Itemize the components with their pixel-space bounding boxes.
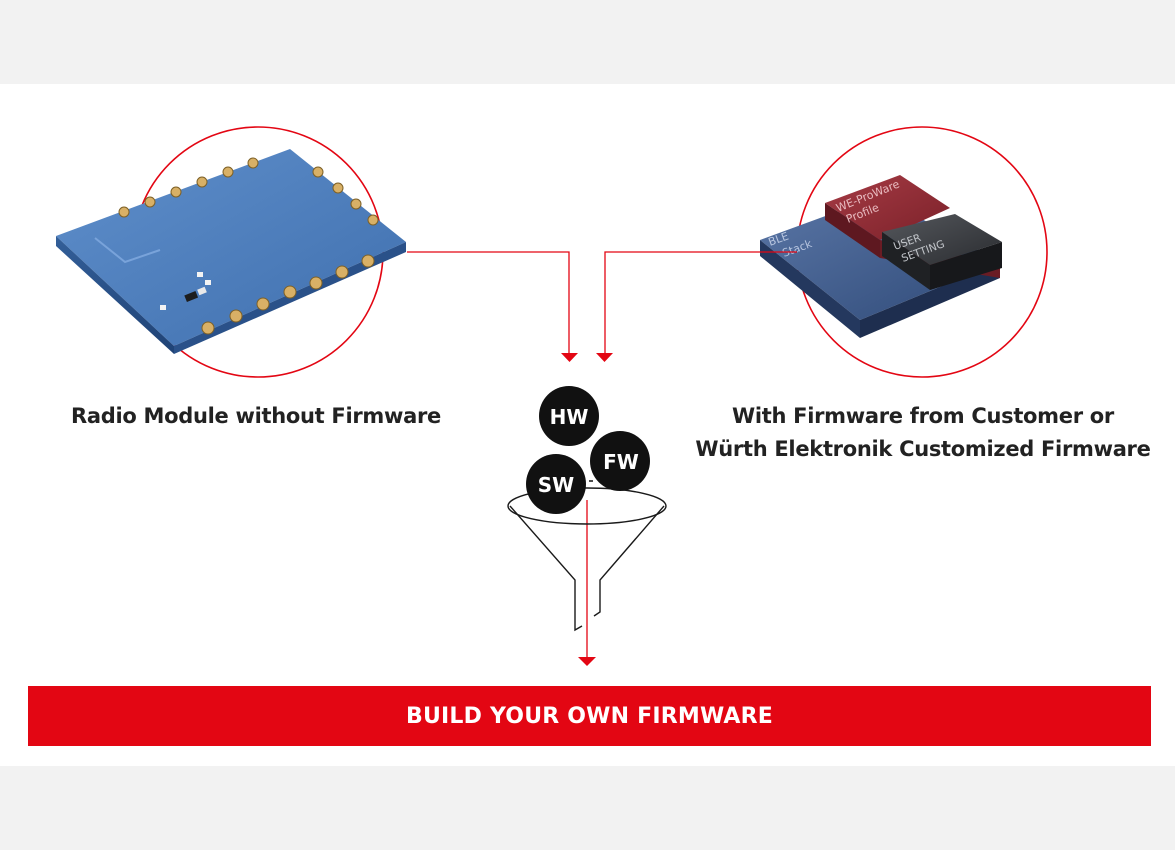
firmware-stack-image: BLE Stack WE-ProWare Profile USER SETTIN…	[760, 126, 1048, 378]
stack-top-side	[930, 242, 1002, 290]
smd-component	[197, 286, 207, 296]
sw-label: SW	[538, 473, 574, 497]
right-caption-line-2: Würth Elektronik Customized Firmware	[695, 437, 1151, 461]
arrow-down-icon	[561, 353, 578, 362]
radio-module-image	[56, 126, 406, 378]
fw-ball	[590, 431, 650, 491]
smd-component	[205, 280, 211, 285]
smd-component	[184, 290, 199, 302]
funnel-inputs: HW FW SW	[526, 386, 650, 514]
antenna-trace	[94, 237, 161, 264]
module-pads-back	[118, 157, 379, 226]
left-connector	[407, 251, 570, 354]
module-top-face	[56, 149, 406, 346]
fw-label: FW	[603, 450, 639, 474]
right-connector	[604, 251, 797, 354]
arrow-down-icon	[578, 657, 596, 666]
left-caption: Radio Module without Firmware	[71, 404, 441, 428]
stack-base-front	[760, 240, 860, 338]
smd-component	[197, 272, 203, 277]
sw-ball	[526, 454, 586, 514]
hw-label: HW	[550, 405, 589, 429]
stack-top-front	[882, 232, 930, 290]
right-caption-line-1: With Firmware from Customer or	[732, 404, 1114, 428]
module-pads-front	[201, 254, 375, 335]
arrow-down-icon	[596, 353, 613, 362]
right-caption: With Firmware from Customer or Würth Ele…	[690, 400, 1156, 466]
stack-middle-front	[825, 203, 880, 258]
banner-label: BUILD YOUR OWN FIRMWARE	[405, 703, 774, 729]
connector-lines	[407, 251, 797, 657]
stack-base-side	[860, 262, 1000, 338]
stack-top-top	[882, 214, 1002, 265]
stack-middle-top	[825, 175, 950, 240]
firmware-banner[interactable]: BUILD YOUR OWN FIRMWARE	[28, 686, 1151, 746]
module-front-face	[56, 236, 174, 354]
smd-component	[160, 305, 166, 310]
hw-ball	[539, 386, 599, 446]
funnel-icon	[507, 487, 667, 632]
